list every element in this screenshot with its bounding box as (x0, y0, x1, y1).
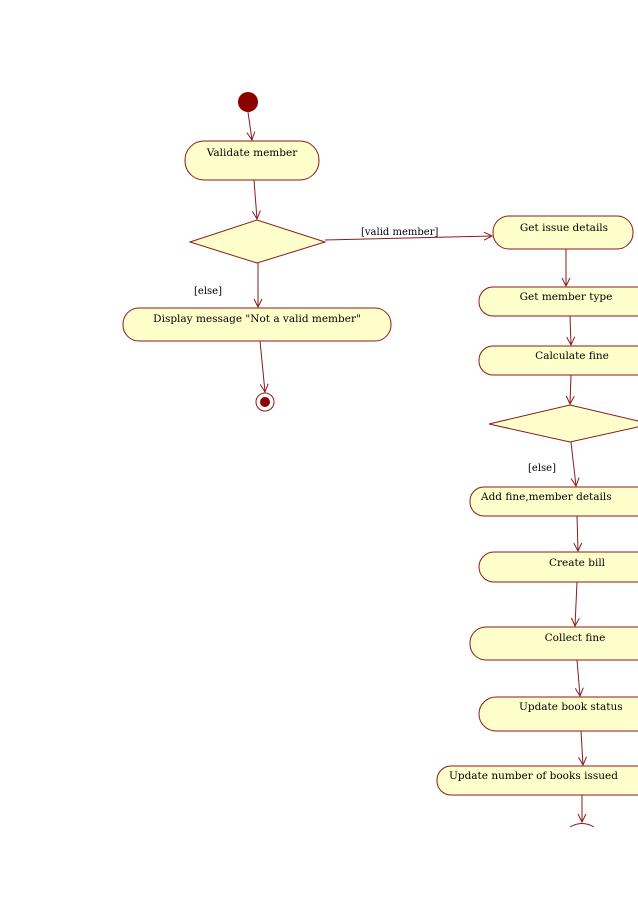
next-node-partial (569, 823, 595, 828)
activity-get-member-type (478, 286, 638, 317)
edge-bill-collect (575, 581, 577, 626)
activity-collect-fine-label: Collect fine (545, 632, 606, 644)
activity-update-book-status (478, 696, 638, 732)
activity-validate-member-label: Validate member (206, 147, 298, 159)
activity-collect-fine (469, 626, 638, 661)
activity-get-issue-details-label: Get issue details (520, 222, 608, 234)
edge-start-validate (248, 111, 252, 140)
edge-validate-decision (254, 179, 257, 219)
decision-fine (488, 404, 638, 443)
activity-get-member-type-label: Get member type (520, 291, 613, 303)
edge-status-number (581, 730, 583, 765)
decision-valid-member (188, 219, 327, 264)
activity-create-bill-label: Create bill (549, 557, 606, 569)
activity-update-number-books-issued-label: Update number of books issued (449, 770, 618, 782)
edge-type-calc (570, 315, 571, 345)
activity-get-issue-details (492, 215, 634, 250)
edge-collect-status (577, 659, 580, 696)
edge-decision-valid (324, 236, 492, 240)
guard-else-2: [else] (528, 463, 556, 474)
activity-create-bill (478, 551, 638, 583)
initial-node (238, 92, 258, 112)
activity-update-book-status-label: Update book status (519, 701, 623, 713)
activity-calculate-fine-label: Calculate fine (535, 350, 609, 362)
guard-else-1: [else] (194, 286, 222, 297)
guard-valid-member: [valid member] (361, 227, 438, 238)
activity-add-fine-member-details (469, 486, 638, 517)
activity-display-message-label: Display message "Not a valid member" (153, 313, 361, 325)
edge-add-bill (577, 515, 578, 551)
edge-display-final (259, 340, 265, 392)
final-node-inner (260, 397, 270, 407)
activity-validate-member (184, 140, 320, 181)
activity-display-message (122, 307, 392, 342)
edge-decision-add (570, 441, 576, 486)
activity-add-fine-member-details-label: Add fine,member details (480, 491, 612, 503)
edge-calc-decision (570, 374, 571, 404)
activity-update-number-books-issued (436, 765, 638, 796)
activity-calculate-fine (478, 345, 638, 376)
